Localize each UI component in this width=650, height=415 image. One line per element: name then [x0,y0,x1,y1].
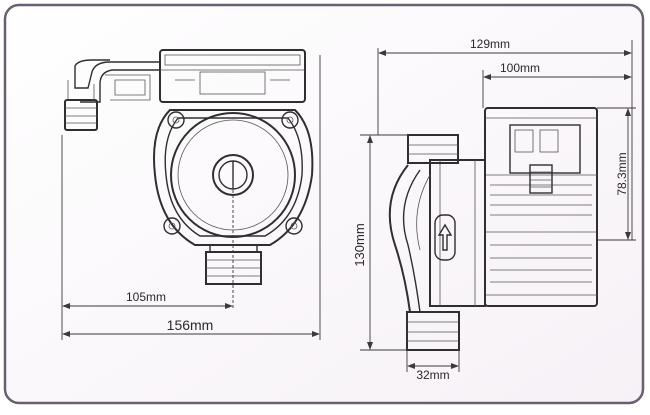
dim-label-156mm: 156mm [167,317,214,333]
dim-label-130mm: 130mm [352,223,367,266]
front-dimension-lines [61,55,321,340]
pump-front-view [64,49,314,285]
side-dimension-lines [360,40,636,372]
drawing-panel-border [3,3,645,405]
pump-side-view [388,107,598,351]
dim-label-32mm: 32mm [416,368,449,382]
dim-label-78-3mm: 78.3mm [615,152,629,195]
dim-label-100mm: 100mm [500,61,540,75]
dim-label-105mm: 105mm [126,290,166,304]
dim-label-129mm: 129mm [470,37,510,51]
